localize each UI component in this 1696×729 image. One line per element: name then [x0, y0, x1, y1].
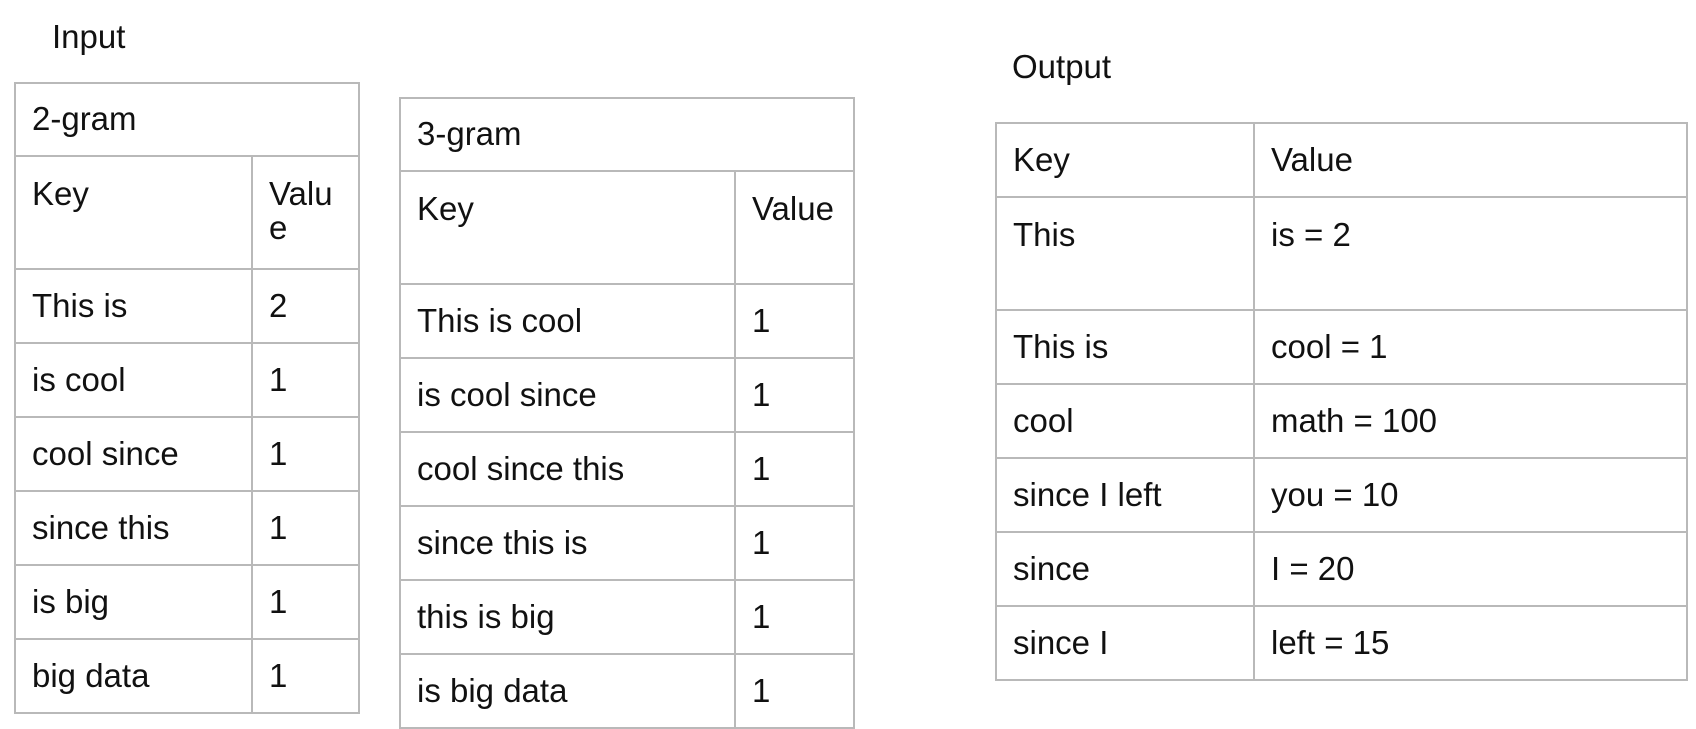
table-row: is cool since 1 — [399, 357, 855, 433]
output-key-cell: since — [995, 531, 1255, 607]
output-value-cell: you = 10 — [1253, 457, 1688, 533]
table-row: cool since 1 — [14, 416, 360, 492]
trigram-value-cell: 1 — [734, 653, 855, 729]
bigram-value-cell: 2 — [251, 268, 360, 344]
bigram-key-header: Key — [14, 155, 253, 270]
trigram-value-cell: 1 — [734, 431, 855, 507]
table-row: is big data 1 — [399, 653, 855, 729]
bigram-value-cell: 1 — [251, 416, 360, 492]
table-row: This is = 2 — [995, 196, 1688, 311]
trigram-key-cell: is big data — [399, 653, 736, 729]
input-heading: Input — [52, 18, 126, 55]
trigram-key-cell: This is cool — [399, 283, 736, 359]
trigram-value-cell: 1 — [734, 357, 855, 433]
table-row: This is cool = 1 — [995, 309, 1688, 385]
output-value-cell: cool = 1 — [1253, 309, 1688, 385]
output-value-cell: I = 20 — [1253, 531, 1688, 607]
table-row: since I left you = 10 — [995, 457, 1688, 533]
output-value-cell: is = 2 — [1253, 196, 1688, 311]
bigram-caption: 2-gram — [14, 82, 360, 157]
table-row: is big 1 — [14, 564, 360, 640]
trigram-key-cell: cool since this — [399, 431, 736, 507]
output-value-cell: math = 100 — [1253, 383, 1688, 459]
table-row: This is cool 1 — [399, 283, 855, 359]
bigram-key-cell: cool since — [14, 416, 253, 492]
output-key-cell: since I — [995, 605, 1255, 681]
table-row: since I left = 15 — [995, 605, 1688, 681]
table-row: since this 1 — [14, 490, 360, 566]
table-row: is cool 1 — [14, 342, 360, 418]
trigram-caption: 3-gram — [399, 97, 855, 172]
output-key-cell: since I left — [995, 457, 1255, 533]
trigram-key-cell: is cool since — [399, 357, 736, 433]
table-row: big data 1 — [14, 638, 360, 714]
trigram-key-cell: since this is — [399, 505, 736, 581]
output-key-cell: This is — [995, 309, 1255, 385]
output-heading: Output — [1012, 48, 1112, 85]
table-row: This is 2 — [14, 268, 360, 344]
bigram-value-cell: 1 — [251, 638, 360, 714]
trigram-key-cell: this is big — [399, 579, 736, 655]
bigram-value-cell: 1 — [251, 564, 360, 640]
table-row: this is big 1 — [399, 579, 855, 655]
trigram-value-cell: 1 — [734, 505, 855, 581]
output-value-cell: left = 15 — [1253, 605, 1688, 681]
bigram-key-cell: since this — [14, 490, 253, 566]
output-key-cell: cool — [995, 383, 1255, 459]
bigram-key-cell: big data — [14, 638, 253, 714]
table-row: cool since this 1 — [399, 431, 855, 507]
bigram-value-cell: 1 — [251, 342, 360, 418]
table-row: cool math = 100 — [995, 383, 1688, 459]
trigram-header-row: Key Value — [399, 170, 855, 285]
trigram-value-cell: 1 — [734, 283, 855, 359]
trigram-table: 3-gram Key Value This is cool 1 is cool … — [399, 97, 855, 729]
trigram-value-cell: 1 — [734, 579, 855, 655]
table-row: since this is 1 — [399, 505, 855, 581]
bigram-key-cell: This is — [14, 268, 253, 344]
bigram-value-cell: 1 — [251, 490, 360, 566]
output-key-cell: This — [995, 196, 1255, 311]
bigram-key-cell: is big — [14, 564, 253, 640]
trigram-value-header: Value — [734, 170, 855, 285]
bigram-key-cell: is cool — [14, 342, 253, 418]
trigram-key-header: Key — [399, 170, 736, 285]
output-table: Key Value This is = 2 This is cool = 1 c… — [995, 122, 1688, 681]
table-row: since I = 20 — [995, 531, 1688, 607]
output-value-header: Value — [1253, 122, 1688, 198]
output-key-header: Key — [995, 122, 1255, 198]
output-header-row: Key Value — [995, 122, 1688, 198]
